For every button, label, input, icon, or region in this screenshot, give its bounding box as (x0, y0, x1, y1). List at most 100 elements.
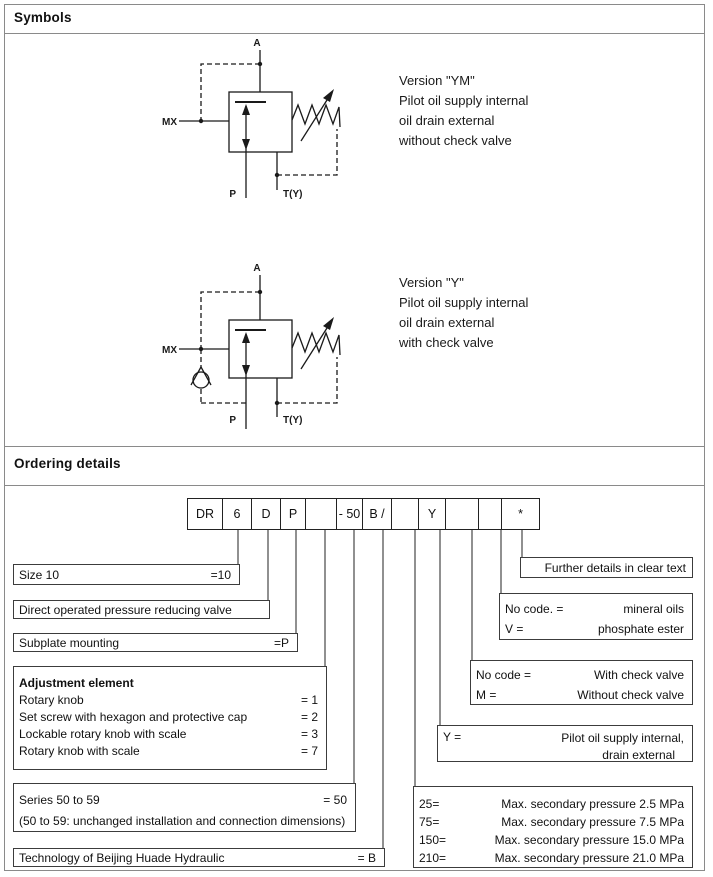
code-cell-star: * (501, 498, 540, 530)
version-ym-text: Version "YM" Pilot oil supply internal o… (399, 70, 528, 150)
port-t-label: T(Y) (283, 415, 302, 426)
arrow-up-head (242, 104, 250, 115)
ordering-band-bottom-divider (4, 485, 705, 486)
version-text-line: Version "YM" (399, 73, 475, 88)
version-text-line: Pilot oil supply internal (399, 93, 529, 108)
ordering-code-row: DR 6 D P - 50 B / Y * (187, 498, 540, 530)
pilot-dashed-line (200, 63, 260, 121)
option-code: =P (273, 635, 289, 650)
option-code: 25= (419, 797, 440, 811)
version-text-line: Version "Y" (399, 275, 464, 290)
version-y-text: Version "Y" Pilot oil supply internal oi… (399, 272, 528, 352)
adjustment-arrow-icon (300, 327, 328, 370)
ordering-box-check-valve: No code = With check valve M = Without c… (470, 660, 693, 705)
option-label: phosphate ester (597, 622, 684, 636)
junction-dot (198, 346, 204, 352)
version-text-line: with check valve (399, 335, 494, 350)
junction-dot (198, 118, 204, 124)
adjustment-arrow-head (323, 317, 334, 330)
adjustment-arrow-head (323, 89, 334, 102)
code-cell-d: D (251, 498, 281, 530)
page-frame (4, 4, 705, 871)
spring-icon (291, 103, 341, 128)
option-code: 150= (419, 833, 447, 847)
arrow-up-head (242, 332, 250, 343)
port-mx-label: MX (162, 345, 177, 356)
junction-dot (274, 172, 280, 178)
code-cell-check (445, 498, 479, 530)
spring-icon (291, 331, 341, 356)
code-cell-y: Y (418, 498, 446, 530)
check-valve-seat (200, 366, 212, 386)
option-label: Set screw with hexagon and protective ca… (19, 710, 248, 724)
option-code: V = (505, 622, 524, 636)
option-label: Without check valve (577, 688, 684, 702)
option-code: No code = (476, 668, 532, 682)
version-text-line: without check valve (399, 133, 512, 148)
option-code: Y = (443, 730, 462, 744)
code-cell-size: 6 (222, 498, 252, 530)
check-valve-ball (192, 371, 210, 389)
drain-dashed-line (277, 357, 338, 404)
code-cell-pressure (391, 498, 419, 530)
option-label: Size 10 (19, 567, 60, 582)
port-t-label: T(Y) (283, 189, 302, 200)
junction-dot (257, 289, 263, 295)
code-cell-series: - 50 (336, 498, 363, 530)
option-label: Rotary knob (19, 693, 84, 707)
symbols-band-divider (4, 33, 705, 34)
option-code: = 2 (300, 710, 318, 724)
option-group-title: Adjustment element (19, 676, 134, 690)
port-p-label: P (229, 189, 236, 200)
valve-symbol-y: A MX P T(Y) (162, 263, 341, 429)
port-a-label: A (253, 38, 260, 49)
option-label: Max. secondary pressure 7.5 MPa (501, 815, 684, 829)
ordering-box-further-details: Further details in clear text (520, 557, 693, 578)
ordering-section-title: Ordering details (14, 456, 121, 471)
version-text-line: Pilot oil supply internal (399, 295, 529, 310)
option-label: Technology of Beijing Huade Hydraulic (19, 850, 225, 865)
ordering-box-fluid: No code. = mineral oils V = phosphate es… (499, 593, 693, 640)
option-label: Series 50 to 59 (19, 793, 100, 807)
code-cell-b: B / (362, 498, 392, 530)
drain-dashed-line (277, 129, 338, 176)
ordering-box-pressure: 25= Max. secondary pressure 2.5 MPa 75= … (413, 786, 693, 868)
code-cell-dr: DR (187, 498, 223, 530)
arrow-down-head (242, 365, 250, 376)
adjustment-arrow-icon (300, 99, 328, 142)
option-label: mineral oils (623, 602, 684, 616)
ordering-box-adjustment: Adjustment element Rotary knob = 1 Set s… (13, 666, 327, 770)
option-code: =10 (210, 567, 231, 582)
ordering-box-pilot-supply: Y = Pilot oil supply internal, drain ext… (437, 725, 693, 762)
option-label: Further details in clear text (544, 560, 686, 575)
option-note: (50 to 59: unchanged installation and co… (19, 814, 346, 828)
option-label: Subplate mounting (19, 635, 120, 650)
ordering-box-series: Series 50 to 59 = 50 (50 to 59: unchange… (13, 783, 356, 832)
option-code: No code. = (505, 602, 564, 616)
option-label: Max. secondary pressure 2.5 MPa (501, 797, 684, 811)
code-cell-p: P (280, 498, 306, 530)
ordering-band-top-divider (4, 446, 705, 447)
ordering-box-technology: Technology of Beijing Huade Hydraulic = … (13, 848, 385, 867)
symbols-section-title: Symbols (14, 10, 72, 25)
ordering-box-valve-type: Direct operated pressure reducing valve (13, 600, 270, 619)
option-label: With check valve (593, 668, 684, 682)
option-label: Direct operated pressure reducing valve (19, 602, 232, 617)
ordering-box-size: Size 10 =10 (13, 564, 240, 585)
option-code: M = (476, 688, 497, 702)
option-label: drain external (602, 748, 675, 762)
valve-body (228, 319, 293, 379)
option-label: Max. secondary pressure 21.0 MPa (494, 851, 684, 865)
code-cell-fluid (478, 498, 502, 530)
option-code: 210= (419, 851, 447, 865)
pilot-dashed-line (200, 291, 260, 349)
valve-symbol-ym: A MX P T(Y) (162, 38, 341, 200)
junction-dot (257, 61, 263, 67)
option-code: = 50 (323, 793, 347, 807)
code-cell-adjust (305, 498, 337, 530)
option-label: Max. secondary pressure 15.0 MPa (494, 833, 684, 847)
version-text-line: oil drain external (399, 315, 495, 330)
port-p-label: P (229, 415, 236, 426)
option-label: Lockable rotary knob with scale (19, 727, 187, 741)
